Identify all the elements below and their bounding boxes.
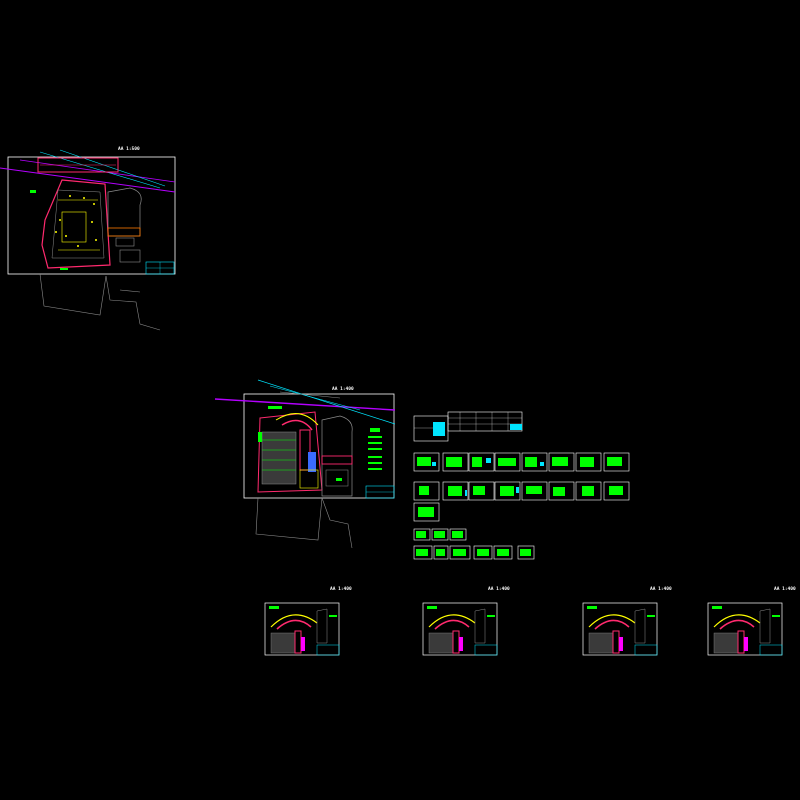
detail-thumbnail-row-3 [413,528,467,541]
small-plan-legend [487,615,495,617]
mid-site-plan: AA 1:400 [214,379,396,549]
mid-road-band [214,379,396,425]
small-plan-boundary [434,619,470,630]
small-plan-arc [270,614,318,628]
small-plan-boundary [594,619,630,630]
small-plan-4 [707,602,783,656]
small-plan-marker [619,637,623,651]
small-plan-4-scale-label: AA 1:400 [774,586,796,592]
small-plan-frame [422,602,498,656]
main-road-band [0,149,176,193]
small-plan-building [588,632,614,654]
small-plan-adjacent [759,608,771,644]
small-plan-3-scale-label: AA 1:400 [650,586,672,592]
small-plan-1-scale-label: AA 1:400 [330,586,352,592]
small-plan-label [587,606,597,609]
small-plan-arc [588,614,636,628]
small-plan-2-scale-label: AA 1:400 [488,586,510,592]
small-plan-1 [264,602,340,656]
small-plan-title-block [759,644,783,656]
small-plan-marker [301,637,305,651]
small-plan-legend [647,615,655,617]
small-plan-marker [744,637,748,651]
small-plan-title-block [474,644,498,656]
main-plan-frame [7,156,176,275]
small-plan-marker [459,637,463,651]
small-plan-frame [264,602,340,656]
main-plot-layout [58,199,100,251]
detail-thumbnail-row-1 [413,452,630,472]
detail-thumbnail-row-2 [413,481,630,501]
small-plan-3 [582,602,658,656]
small-plan-title-block [634,644,658,656]
small-plan-arc [713,614,761,628]
mid-plan-frame [243,393,395,499]
small-plan-building [270,632,296,654]
small-plan-title-block [316,644,340,656]
small-plan-boundary [719,619,755,630]
main-site-boundary [41,179,111,269]
small-plan-adjacent [474,608,486,644]
main-plan-scale-label: AA 1:500 [118,146,140,152]
small-plan-2 [422,602,498,656]
small-plans-row [264,602,783,656]
small-plan-legend [772,615,780,617]
small-plan-adjacent [634,608,646,644]
detail-thumbnail-single [413,502,440,522]
small-plan-boundary [276,619,312,630]
small-plan-frame [582,602,658,656]
small-plan-adjacent [316,608,328,644]
main-trees [55,195,97,247]
small-plan-building [713,632,739,654]
small-plan-label [269,606,279,609]
mid-adjacent-building [321,415,353,497]
small-plan-frame [707,602,783,656]
small-plan-label [427,606,437,609]
mid-legend [368,428,382,470]
small-plan-label [712,606,722,609]
small-plan-legend [329,615,337,617]
detail-thumbnail-row-4 [413,545,535,560]
main-ground-outline [39,273,161,331]
mid-ground-outline [255,497,353,549]
mid-plan-scale-label: AA 1:400 [332,386,354,392]
small-plan-building [428,632,454,654]
main-site-plan: AA 1:500 [0,146,176,331]
schedule-tables [413,411,523,442]
main-adjacent-building [107,187,142,237]
small-plan-arc [428,614,476,628]
